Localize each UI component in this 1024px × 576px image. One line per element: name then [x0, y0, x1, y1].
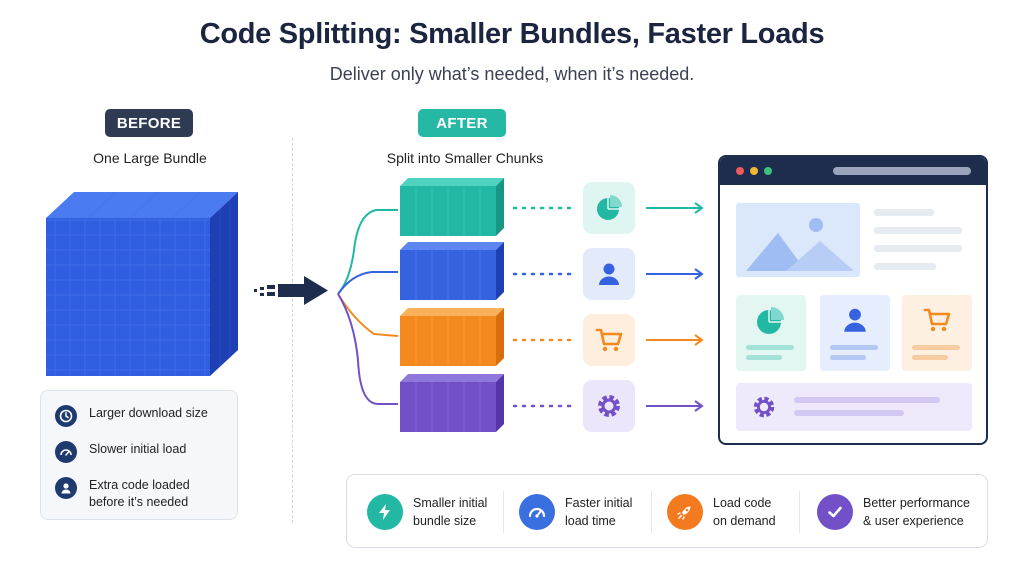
benefit-item: Smaller initial bundle size: [367, 475, 487, 549]
arrow-icon: [646, 400, 704, 412]
drawback-item: Extra code loaded before it’s needed: [55, 477, 229, 511]
benefit-text: Load code: [713, 496, 772, 510]
text-placeholder: [874, 227, 962, 234]
split-flow-diagram: [254, 178, 704, 432]
text-placeholder: [874, 245, 962, 252]
benefit-text-line2: load time: [565, 514, 616, 528]
arrow-icon: [646, 202, 704, 214]
arrow-icon: [646, 334, 704, 346]
drawback-text: Larger download size: [89, 406, 208, 420]
gear-icon: [583, 380, 635, 432]
chunk-cube-orange: [400, 308, 504, 366]
after-badge: AFTER: [418, 109, 506, 137]
page-subtitle: Deliver only what’s needed, when it’s ne…: [329, 64, 695, 84]
benefit-text: Smaller initial: [413, 496, 488, 510]
image-placeholder: [736, 203, 860, 277]
before-label: One Large Bundle: [93, 150, 207, 166]
pie-chart-icon: [583, 182, 635, 234]
text-placeholder: [874, 263, 936, 270]
section-divider: [292, 138, 293, 523]
chunk-cube-blue: [400, 242, 504, 300]
image-icon: [746, 218, 854, 271]
drawback-item: Slower initial load: [55, 441, 229, 463]
large-bundle-cube: [46, 191, 238, 376]
drawback-item: Larger download size: [55, 405, 229, 427]
benefit-text: Better performance: [863, 496, 970, 510]
lightning-icon: [367, 494, 403, 530]
benefit-text: Faster initial: [565, 496, 633, 510]
before-badge: BEFORE: [105, 109, 193, 137]
user-icon: [583, 248, 635, 300]
speedometer-icon: [55, 441, 77, 463]
cart-icon: [583, 314, 635, 366]
card-cart: [902, 295, 972, 371]
browser-window: [718, 155, 988, 445]
rocket-icon: [667, 494, 703, 530]
pie-chart-icon: [757, 307, 784, 334]
page-title: Code Splitting: Smaller Bundles, Faster …: [199, 18, 825, 50]
after-label: Split into Smaller Chunks: [386, 150, 544, 166]
chunk-cube-teal: [400, 178, 504, 236]
check-icon: [817, 494, 853, 530]
card-analytics: [736, 295, 806, 371]
benefit-text-line2: bundle size: [413, 514, 477, 528]
benefit-item: Faster initial load time: [519, 475, 632, 549]
window-minimize-dot: [750, 167, 758, 175]
user-icon: [844, 308, 866, 332]
address-bar: [833, 167, 971, 175]
split-arrow-icon: [254, 276, 328, 305]
benefit-text-line2: & user experience: [863, 514, 964, 528]
benefit-item: Better performance & user experience: [817, 475, 970, 549]
cart-icon: [923, 308, 951, 332]
text-placeholder: [874, 209, 934, 216]
window-close-dot: [736, 167, 744, 175]
benefits-bar: Smaller initial bundle size Faster initi…: [346, 474, 988, 548]
gear-icon: [753, 396, 775, 418]
benefit-item: Load code on demand: [667, 475, 776, 549]
drawback-text-line2: before it’s needed: [89, 495, 189, 509]
benefit-text-line2: on demand: [713, 514, 776, 528]
chunk-cube-purple: [400, 374, 504, 432]
drawback-text: Slower initial load: [89, 442, 187, 456]
user-icon: [55, 477, 77, 499]
speedometer-icon: [519, 494, 555, 530]
window-maximize-dot: [764, 167, 772, 175]
arrow-icon: [646, 268, 704, 280]
card-settings: [736, 383, 972, 431]
drawbacks-panel: Larger download size Slower initial load…: [40, 390, 238, 520]
card-profile: [820, 295, 890, 371]
clock-icon: [55, 405, 77, 427]
drawback-text: Extra code loaded: [89, 478, 190, 492]
